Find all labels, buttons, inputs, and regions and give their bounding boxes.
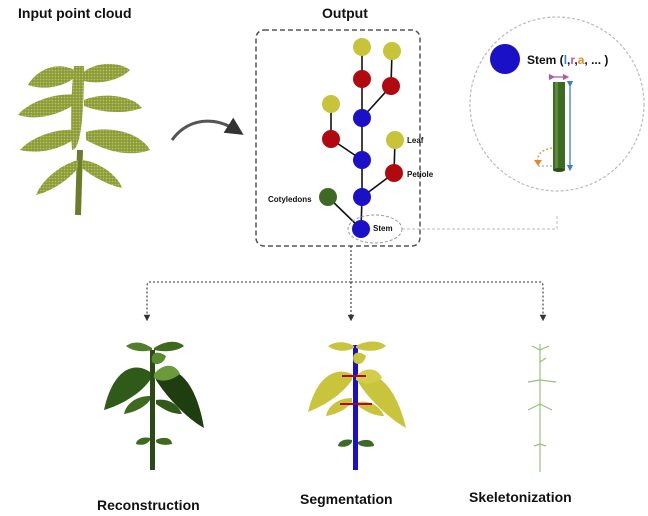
leaf-node [322, 95, 340, 113]
skeletonization-label: Skeletonization [469, 489, 572, 505]
petiole-node [353, 70, 371, 88]
stem-parameters: Stem (l,r,a, ... ) [527, 53, 608, 67]
skeleton-plant [527, 344, 557, 472]
input-to-output-arrow [170, 117, 244, 141]
input-point-cloud [18, 63, 150, 216]
zoom-connector [402, 215, 558, 230]
graph-nodes [319, 38, 404, 238]
input-title: Input point cloud [18, 5, 132, 21]
petiole-label: Petiole [407, 170, 434, 179]
segmentation-plant [308, 341, 406, 470]
stem-node [353, 109, 371, 127]
petiole-node [382, 77, 400, 95]
cotyledon-node [319, 188, 337, 206]
stem-zoom-node [490, 44, 520, 74]
leaf-label: Leaf [407, 136, 424, 145]
output-box [255, 29, 421, 247]
angle-arc [536, 147, 553, 165]
segmentation-label: Segmentation [300, 491, 393, 507]
cotyledons-label: Cotyledons [268, 195, 312, 204]
reconstruction-label: Reconstruction [97, 497, 200, 513]
stem-root-node [352, 220, 370, 238]
stem-node [353, 188, 371, 206]
reconstruction-plant [104, 341, 204, 470]
leaf-node [386, 131, 404, 149]
stem-cylinder [553, 82, 565, 172]
petiole-node [385, 164, 403, 182]
angle-arrowhead [534, 160, 542, 166]
leaf-node [383, 42, 401, 60]
leaf-node [353, 38, 371, 56]
stem-node [353, 151, 371, 169]
stem-label: Stem [373, 224, 393, 233]
petiole-node [322, 130, 340, 148]
output-title: Output [322, 5, 368, 21]
task-connectors [143, 246, 547, 322]
